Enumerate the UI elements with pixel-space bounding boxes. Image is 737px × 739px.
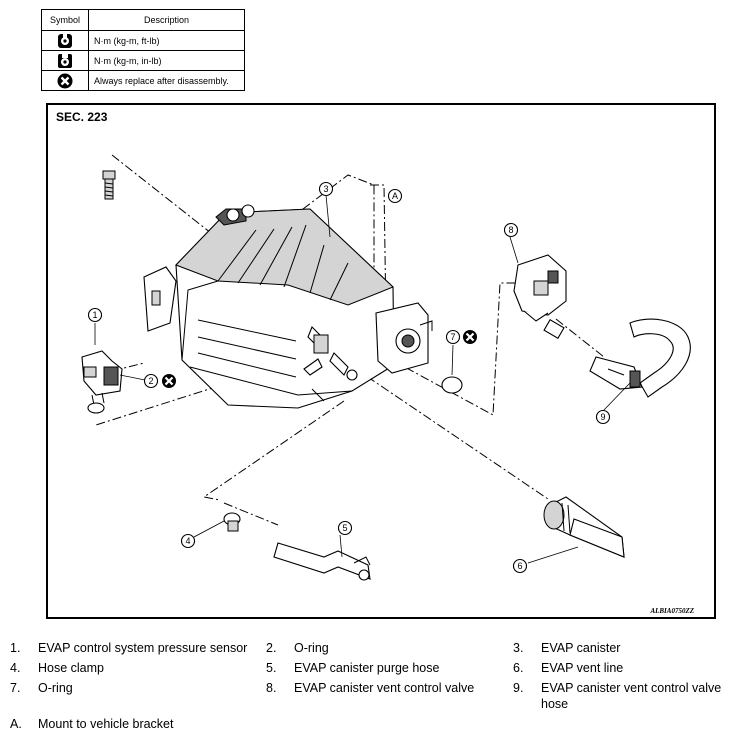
bolt [102,170,116,200]
callout-3: 3 [318,181,334,197]
symbol-row: N·m (kg-m, in-lb) [41,50,245,71]
callout-1: 1 [87,307,103,323]
vent-line [543,496,625,558]
callout-7: 7 [445,329,477,345]
legend-number: 9. [513,681,524,695]
legend-number: 2. [266,641,277,655]
legend-number: 5. [266,661,277,675]
svg-text:1: 1 [92,310,97,320]
torque-wrench-ft-lb-icon [58,33,72,48]
section-label: SEC. 223 [56,110,108,124]
legend-number: 3. [513,641,524,655]
legend-number: 6. [513,661,524,675]
symbol-description: N·m (kg-m, in-lb) [88,50,245,71]
exploded-view-figure: SEC. 223 .ln { fill: none; stroke: #000;… [46,103,716,619]
purge-hose [273,542,371,581]
svg-text:3: 3 [323,184,328,194]
legend-label: Mount to vehicle bracket [38,717,174,731]
legend-label: EVAP canister vent control valve hose [541,681,722,711]
svg-text:2: 2 [148,376,153,386]
callout-4: 4 [180,533,196,549]
o-ring-7 [441,376,463,394]
legend-label: EVAP vent line [541,661,624,675]
legend-number: 7. [10,681,21,695]
svg-text:8: 8 [508,225,513,235]
legend-label: EVAP control system pressure sensor [38,641,248,655]
description-header: Description [88,9,245,31]
vent-control-valve-hose [589,318,691,398]
callout-8: 8 [503,222,519,238]
svg-text:9: 9 [600,412,605,422]
legend-label: Hose clamp [38,661,104,675]
symbol-description: Always replace after disassembly. [88,70,245,91]
torque-wrench-in-lb-icon [58,53,72,68]
svg-text:A: A [392,191,398,201]
legend-number: 1. [10,641,21,655]
legend-number: 8. [266,681,277,695]
callout-9: 9 [595,409,611,425]
legend-label: EVAP canister [541,641,621,655]
callout-2: 2 [143,373,176,389]
symbol-description: N·m (kg-m, ft-lb) [88,30,245,51]
leader-lines [94,194,631,564]
pressure-sensor [81,350,123,406]
symbol-table: Symbol Description N·m (kg-m, ft-lb) N·m… [41,9,245,91]
evap-canister-diagram: .ln { fill: none; stroke: #000; stroke-w… [81,154,691,581]
vent-control-valve [513,254,567,339]
legend-label: EVAP canister purge hose [294,661,440,675]
callout-6: 6 [512,558,528,574]
always-replace-icon [162,374,176,388]
o-ring-2 [87,402,105,414]
always-replace-icon [463,330,477,344]
evap-canister [143,204,433,409]
callouts: 1 2 3 4 5 [87,181,611,574]
symbol-header: Symbol [41,9,89,31]
legend-label: O-ring [38,681,73,695]
svg-text:6: 6 [517,561,522,571]
symbol-row: N·m (kg-m, ft-lb) [41,30,245,51]
hose-clamp [223,512,241,532]
legend-label: EVAP canister vent control valve [294,681,475,695]
symbol-row: Always replace after disassembly. [41,70,245,91]
callout-a: A [387,188,403,204]
svg-text:7: 7 [450,332,455,342]
callout-5: 5 [337,520,353,536]
figure-id: ALBIA0750ZZ [650,607,694,615]
legend-number: A. [10,717,22,731]
always-replace-icon [57,73,73,88]
legend-label: O-ring [294,641,329,655]
svg-text:5: 5 [342,523,347,533]
svg-text:4: 4 [185,536,190,546]
symbol-table-header: Symbol Description [41,9,245,31]
legend-number: 4. [10,661,21,675]
